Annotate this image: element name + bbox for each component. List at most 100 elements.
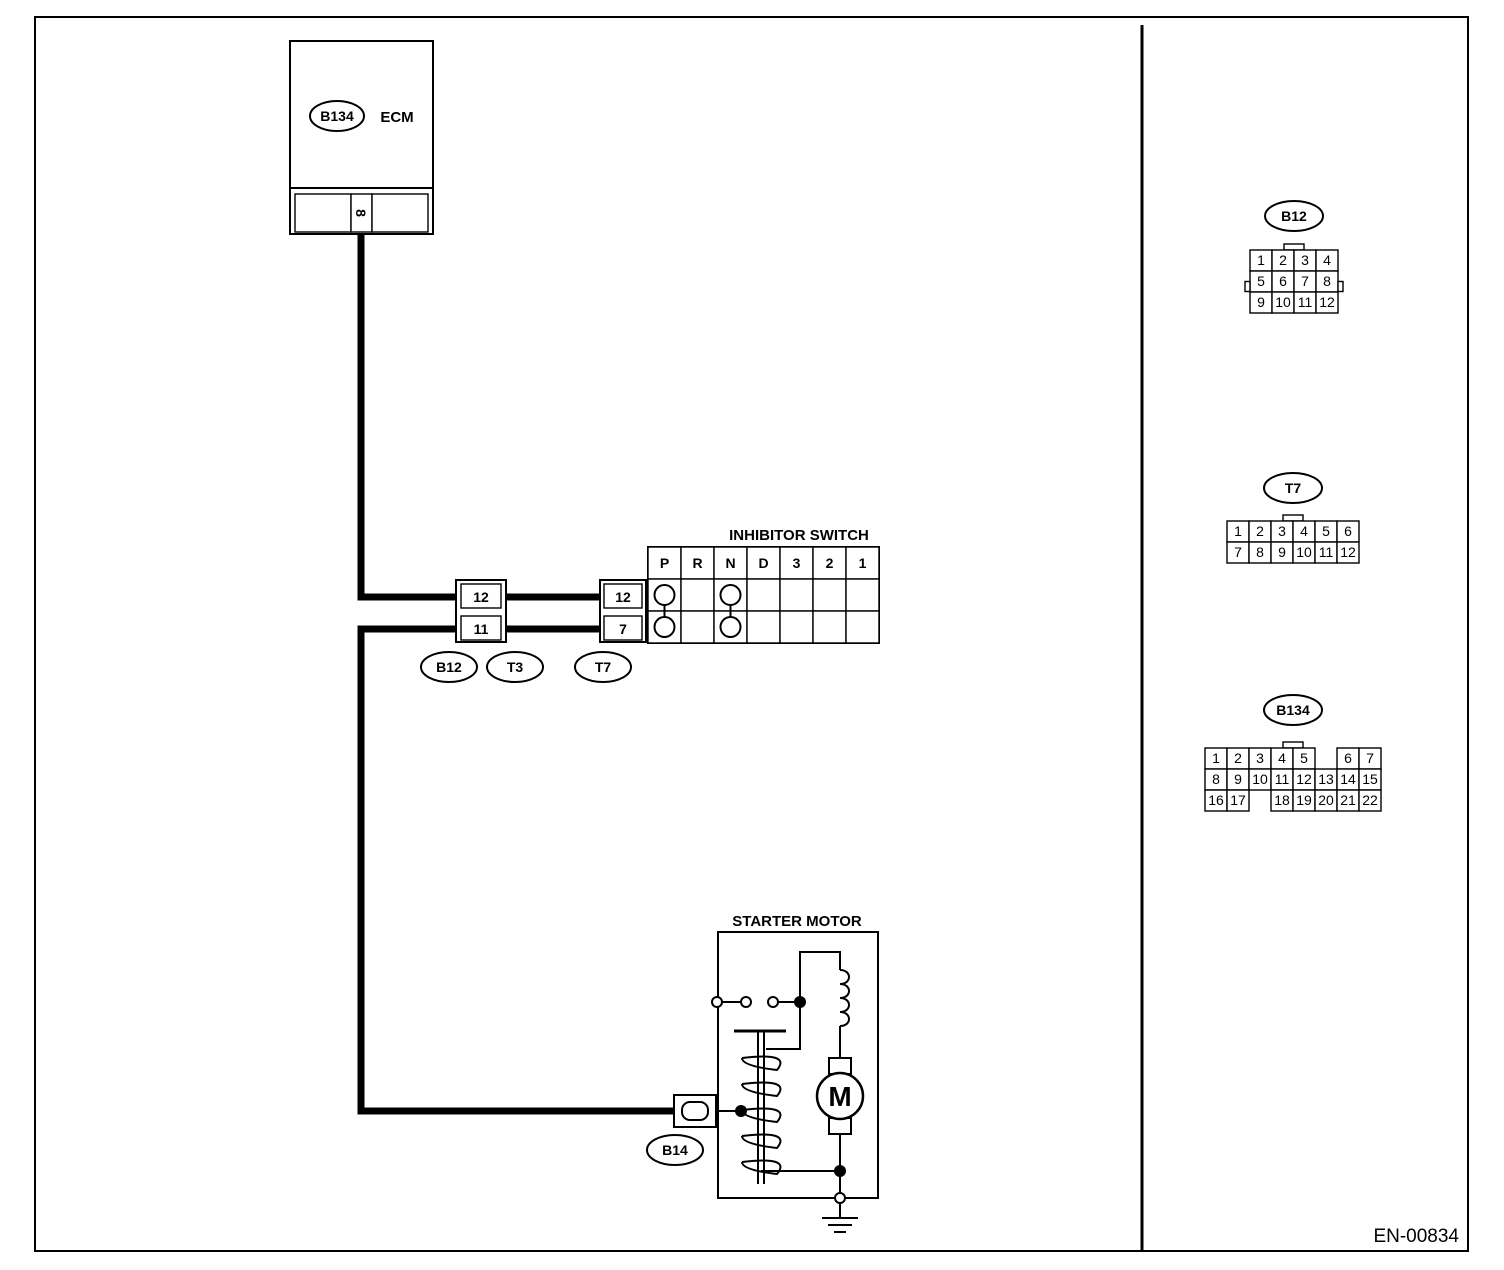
connector-latch <box>1282 741 1304 749</box>
connector-pin-cell <box>1315 291 1339 314</box>
field-coil <box>839 969 850 1027</box>
connector-view-tag <box>1263 472 1323 504</box>
position-label-P: P <box>660 555 669 571</box>
connector-ear <box>1337 280 1344 293</box>
position-label-R: R <box>692 555 702 571</box>
starter-motor-internals: M <box>673 951 865 1233</box>
connector-pin-number: 13 <box>1318 771 1334 787</box>
connector-pin-number: 3 <box>1256 750 1264 766</box>
connector-view-tag <box>1263 694 1323 726</box>
position-header-cell <box>812 546 847 580</box>
connector-pin-number: 12 <box>1340 544 1356 560</box>
connector-pin-number: 5 <box>1322 523 1330 539</box>
connector-pin-number: 12 <box>1296 771 1312 787</box>
connector-pin-number: 6 <box>1344 523 1352 539</box>
diagram-code: EN-00834 <box>1373 1226 1459 1247</box>
connector-pin-cell <box>1336 541 1360 564</box>
connector-pin-number: 22 <box>1362 792 1378 808</box>
connector-pin-cell <box>1358 789 1382 812</box>
connector-pin-number: 4 <box>1300 523 1308 539</box>
connector-pin-number: 6 <box>1279 273 1287 289</box>
position-cell <box>680 578 715 612</box>
connector-pin-number: 11 <box>1275 771 1290 787</box>
connector-pin-number: 12 <box>1319 294 1335 310</box>
ecm-connector-tag <box>309 100 365 132</box>
starter-motor-label: STARTER MOTOR <box>732 913 862 930</box>
junction-connector: 12 11 <box>455 579 507 643</box>
motor-symbol-label: M <box>828 1081 851 1112</box>
connector-ear <box>1244 280 1251 293</box>
junction-terminal-bottom: 11 <box>474 621 489 637</box>
b14-terminal-pin <box>681 1101 709 1121</box>
starter-motor-box <box>717 931 879 1199</box>
connector-pin-number: 9 <box>1278 544 1286 560</box>
position-cell <box>746 578 781 612</box>
connector-pin-number: 2 <box>1234 750 1242 766</box>
connector-view-name: B12 <box>1281 208 1307 224</box>
connector-pin-number: 1 <box>1212 750 1220 766</box>
ecm-terminal: 8 <box>353 209 369 217</box>
connector-pin-number: 18 <box>1274 792 1290 808</box>
connector-view-name: T7 <box>1285 480 1302 496</box>
wire-ecm-to-b12-12 <box>357 234 459 601</box>
connector-pin-number: 8 <box>1256 544 1264 560</box>
connector-latch <box>1283 243 1305 251</box>
connector-pin-number: 21 <box>1340 792 1356 808</box>
t7-terminal-bottom: 7 <box>619 621 627 637</box>
position-label-2: 2 <box>826 555 834 571</box>
t7-connector-tag <box>574 651 632 683</box>
position-cell <box>845 610 880 644</box>
t3-connector-tag <box>486 651 544 683</box>
connector-pin-number: 8 <box>1323 273 1331 289</box>
b12-connector-label: B12 <box>436 659 462 675</box>
connector-pin-number: 2 <box>1256 523 1264 539</box>
connector-pin-number: 6 <box>1344 750 1352 766</box>
ecm-label: ECM <box>380 109 413 126</box>
connector-view-name: B134 <box>1276 702 1310 718</box>
connector-pin-number: 5 <box>1300 750 1308 766</box>
connector-pin-number: 11 <box>1319 544 1334 560</box>
position-header-cell <box>680 546 715 580</box>
position-cell <box>680 610 715 644</box>
position-cell <box>779 610 814 644</box>
position-label-3: 3 <box>793 555 801 571</box>
connector-pin-number: 8 <box>1212 771 1220 787</box>
connector-pin-number: 1 <box>1257 252 1265 268</box>
connector-pin-number: 20 <box>1318 792 1334 808</box>
b14-connector-tag <box>646 1134 704 1166</box>
connector-pin-number: 14 <box>1340 771 1356 787</box>
connector-pin-number: 4 <box>1323 252 1331 268</box>
connector-pin-number: 9 <box>1257 294 1265 310</box>
connector-pin-number: 16 <box>1208 792 1224 808</box>
connector-pin-number: 7 <box>1234 544 1242 560</box>
t7-terminal-top: 12 <box>615 589 631 605</box>
ecm-unit: B134 ECM 8 <box>289 40 434 235</box>
connector-pin-number: 9 <box>1234 771 1242 787</box>
connector-pin-number: 5 <box>1257 273 1265 289</box>
inhibitor-switch-label: INHIBITOR SWITCH <box>729 527 869 544</box>
connector-pin-number: 7 <box>1366 750 1374 766</box>
connector-view-tag <box>1264 200 1324 232</box>
connector-pin-number: 10 <box>1252 771 1268 787</box>
connector-pin-number: 10 <box>1296 544 1312 560</box>
position-cell <box>812 610 847 644</box>
connector-pin-number: 2 <box>1279 252 1287 268</box>
t7-connector: 12 7 <box>599 579 647 643</box>
position-header-cell <box>647 546 682 580</box>
b12-connector-tag <box>420 651 478 683</box>
t3-connector-label: T3 <box>507 659 524 675</box>
connector-pin-number: 19 <box>1296 792 1312 808</box>
connector-pin-number: 17 <box>1230 792 1246 808</box>
connector-pin-cell <box>1226 789 1250 812</box>
solenoid-coil <box>741 1055 782 1176</box>
diagram-frame <box>34 16 1469 1252</box>
motor-symbol <box>815 1071 865 1121</box>
position-header-cell <box>779 546 814 580</box>
connector-latch <box>1282 514 1304 522</box>
position-header-cell <box>845 546 880 580</box>
connector-pin-number: 7 <box>1301 273 1309 289</box>
position-cell <box>845 578 880 612</box>
